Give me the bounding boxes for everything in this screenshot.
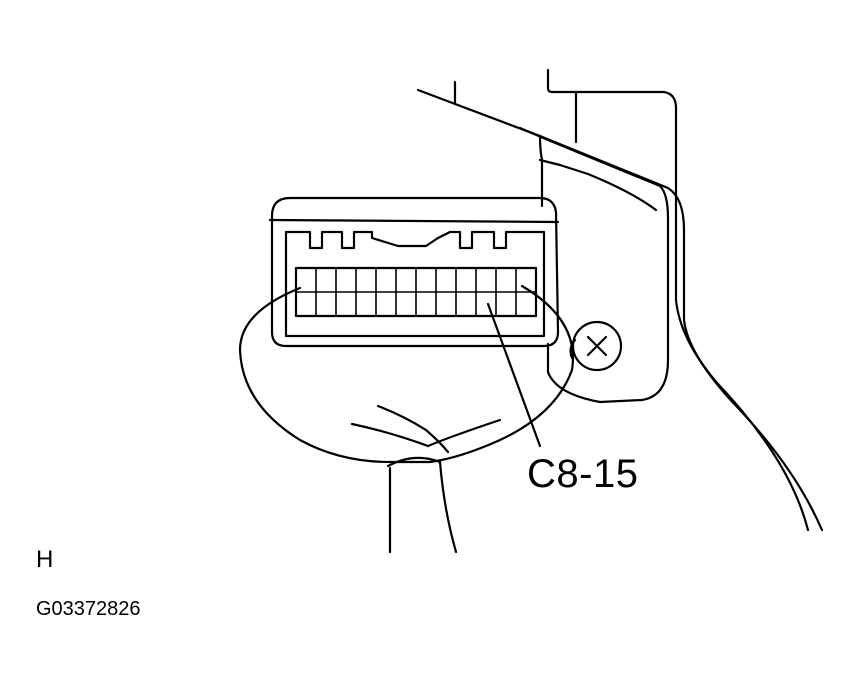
connector-callout-label: C8-15 (527, 452, 639, 496)
callout-leader (486, 302, 542, 448)
body-panel (416, 68, 824, 532)
wire-harness (238, 284, 575, 554)
bolt-icon (569, 320, 623, 372)
view-letter: H (36, 546, 54, 573)
terminal-grid (294, 266, 538, 318)
connector-housing (268, 196, 560, 348)
figure-id: G03372826 (36, 598, 141, 620)
